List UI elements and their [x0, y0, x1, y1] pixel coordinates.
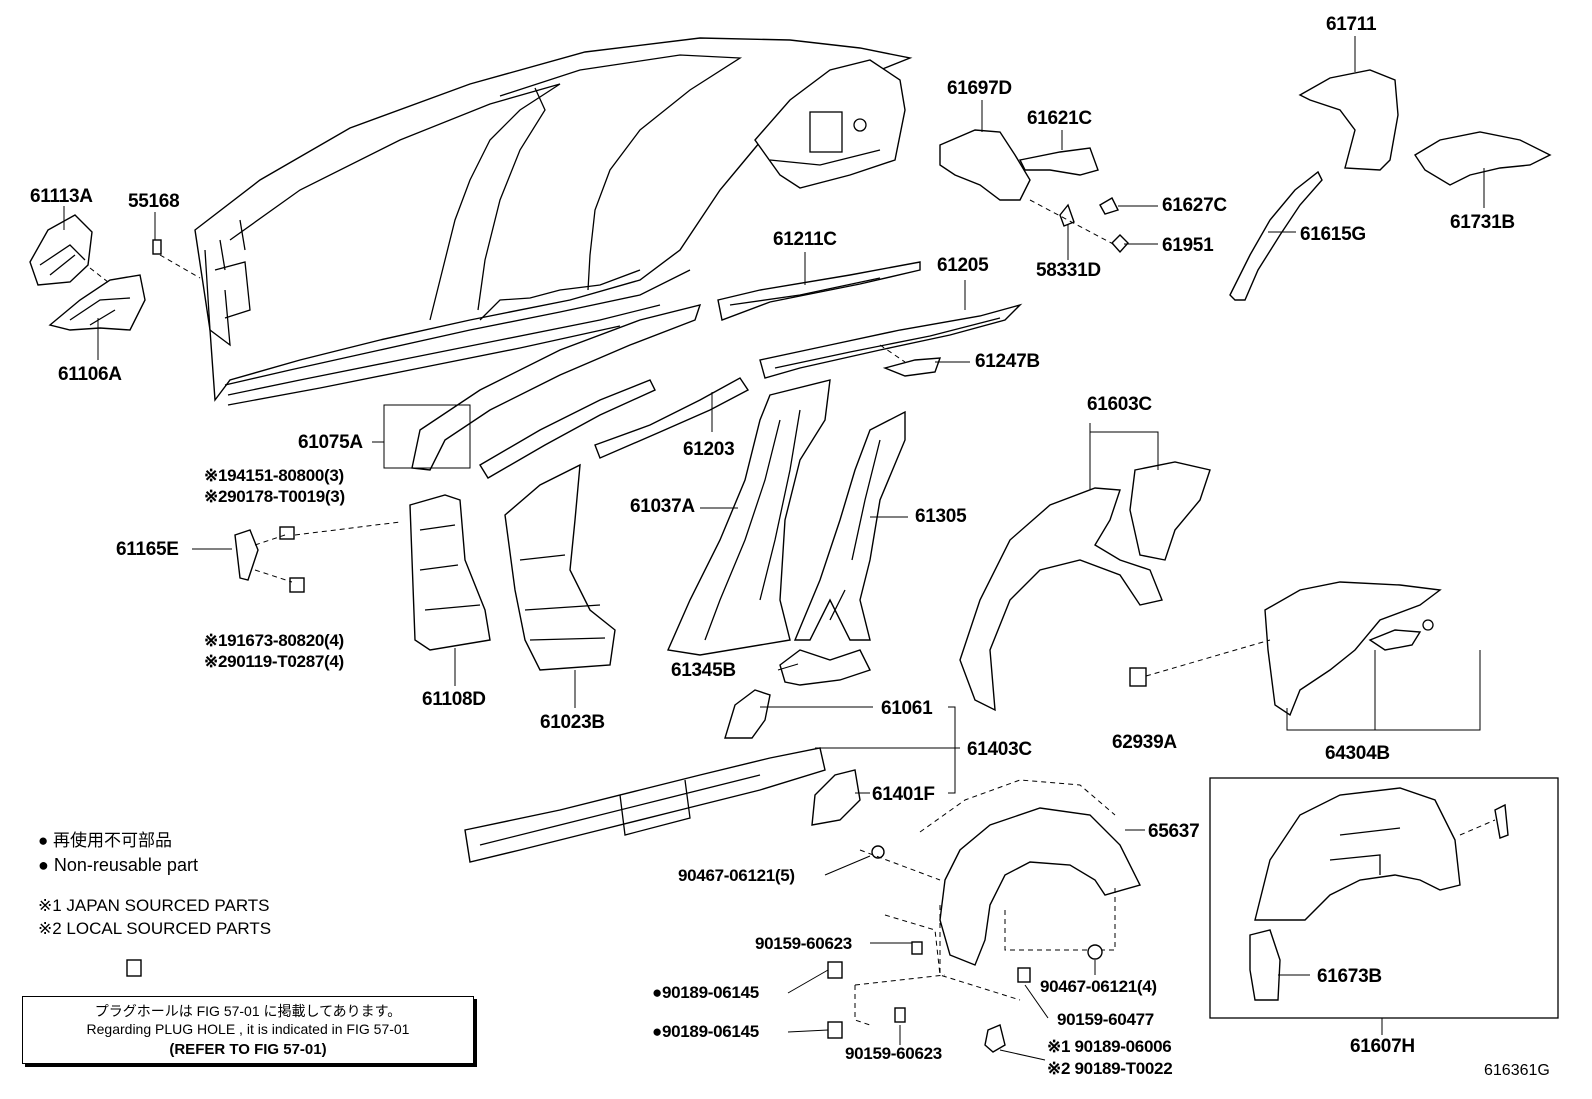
part-label-61305: 61305 [915, 506, 967, 527]
hinge-61165e [234, 521, 401, 593]
part-label-90119: ※290119-T0287(4) [204, 652, 344, 671]
part-label-90189-06145-a: ●90189-06145 [652, 983, 759, 1002]
part-label-61345b: 61345B [671, 660, 736, 681]
part-label-61108d: 61108D [422, 689, 486, 710]
legend-nonreusable-ja: ● 再使用不可部品 [38, 831, 172, 850]
bracket-61697d [939, 129, 1031, 201]
part-label-58331d: 58331D [1036, 260, 1101, 281]
rail-61211c [717, 261, 921, 321]
part-label-62939a: 62939A [1112, 732, 1177, 753]
panel-61731b [1414, 131, 1552, 186]
part-label-61023b: 61023B [540, 712, 605, 733]
part-label-61603c: 61603C [1087, 394, 1152, 415]
legend-nonreusable-en: ● Non-reusable part [38, 855, 198, 875]
bracket-61247b [882, 357, 942, 377]
bracket-61061 [724, 689, 771, 739]
clip-61627c [1099, 197, 1119, 215]
part-label-61165e: 61165E [116, 539, 179, 560]
bracket-61345b [779, 649, 871, 686]
bracket-61113a [29, 214, 93, 286]
notice-line-ja: プラグホールは FIG 57-01 に掲載してあります。 [94, 1003, 402, 1019]
notice-line-en: Regarding PLUG HOLE , it is indicated in… [86, 1021, 410, 1037]
part-label-90189-06006: ※1 90189-06006 [1047, 1037, 1172, 1056]
part-label-61061: 61061 [881, 698, 933, 719]
clip-61951 [1111, 234, 1129, 254]
part-label-61211c: 61211C [773, 229, 837, 250]
part-label-61951: 61951 [1162, 235, 1214, 256]
part-label-61621c: 61621C [1027, 108, 1092, 129]
part-label-61113a: 61113A [30, 186, 93, 207]
bracket-61106a [48, 274, 146, 331]
center-pillar-61037a [666, 379, 831, 656]
part-label-90189-t0022: ※2 90189-T0022 [1047, 1059, 1173, 1078]
part-label-90189-06145-b: ●90189-06145 [652, 1022, 759, 1041]
clip-55168 [152, 239, 201, 279]
part-label-61403c: 61403C [967, 739, 1032, 760]
side-outer-panel [194, 37, 913, 406]
part-label-61205: 61205 [937, 255, 989, 276]
diagram-id: 616361G [1484, 1062, 1550, 1079]
part-label-61106a: 61106A [58, 364, 122, 385]
assembly-box-61607h [1209, 777, 1559, 1019]
part-label-61697d: 61697D [947, 78, 1012, 99]
bracket-61621c [1018, 147, 1099, 176]
part-label-90467-4: 90467-06121(4) [1040, 977, 1157, 996]
notice-refer: (REFER TO FIG 57-01) [169, 1041, 327, 1058]
rocker-61403c [464, 747, 826, 863]
pillar-inner-61023b [504, 463, 616, 671]
part-label-61711: 61711 [1326, 14, 1377, 35]
part-label-61203: 61203 [683, 439, 735, 460]
reinforcement-61203 [594, 377, 750, 459]
plug-hole-notice: プラグホールは FIG 57-01 に掲載してあります。 Regarding P… [22, 996, 474, 1064]
reinforcement-61615g [1229, 170, 1323, 301]
part-label-65637: 65637 [1148, 821, 1200, 842]
part-label-55168: 55168 [128, 191, 180, 212]
liner-65637 [854, 779, 1142, 1026]
part-label-61247b: 61247B [975, 351, 1040, 372]
bracket-61401f [811, 769, 861, 826]
leader-lines [63, 36, 1485, 1061]
part-label-64304b: 64304B [1325, 743, 1390, 764]
part-label-90159-60623-a: 90159-60623 [755, 934, 852, 953]
panel-61711 [1298, 69, 1399, 171]
part-label-61731b: 61731B [1450, 212, 1515, 233]
quarter-upper-inner [754, 59, 906, 189]
part-label-61673b: 61673B [1317, 966, 1382, 987]
bracket-58331d [1059, 203, 1075, 227]
part-label-61037a: 61037A [630, 496, 695, 517]
part-label-61607h: 61607H [1350, 1036, 1415, 1057]
rail-61205 [759, 303, 1023, 379]
part-label-61627c: 61627C [1162, 195, 1227, 216]
part-label-94151: ※194151-80800(3) [204, 466, 344, 485]
part-label-90159-60623-b: 90159-60623 [845, 1044, 942, 1063]
part-label-61615g: 61615G [1300, 224, 1366, 245]
part-label-91673: ※191673-80820(4) [204, 631, 344, 650]
part-label-90159-60477: 90159-60477 [1057, 1010, 1154, 1029]
panel-64304b [1129, 581, 1442, 717]
wheel-house-assy-61607h [1249, 787, 1509, 1001]
part-label-90467-5: 90467-06121(5) [678, 866, 795, 885]
part-label-61401f: 61401F [872, 784, 935, 805]
legend-japan-sourced: ※1 JAPAN SOURCED PARTS [38, 896, 270, 915]
part-label-90178: ※290178-T0019(3) [204, 487, 345, 506]
fasteners [126, 845, 1103, 1053]
part-label-61075a: 61075A [298, 432, 363, 453]
wheel-house-61603c [959, 461, 1211, 712]
pillar-61305 [793, 410, 906, 641]
legend-local-sourced: ※2 LOCAL SOURCED PARTS [38, 919, 272, 938]
front-pillar-61108d [409, 494, 491, 651]
roof-rail-61075a [411, 304, 702, 479]
